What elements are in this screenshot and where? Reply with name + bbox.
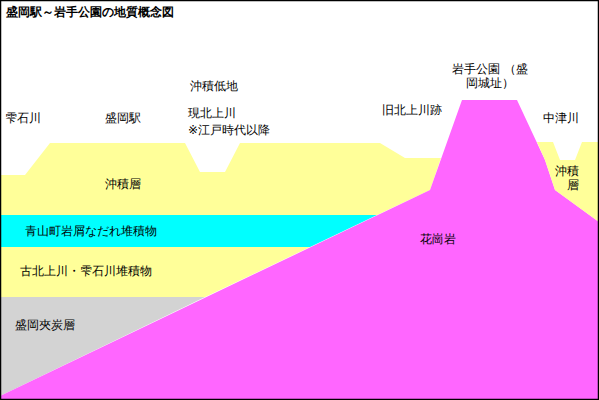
stratum-name: 古北上川・雫石川堆積物 bbox=[20, 264, 152, 278]
place-label: 旧北上川跡 bbox=[382, 103, 442, 117]
stratum-name: 沖積層 bbox=[105, 177, 141, 191]
stratum-fill bbox=[537, 142, 599, 222]
stratum-name: 盛岡夾炭層 bbox=[15, 318, 75, 332]
stratum-name: 花崗岩 bbox=[420, 232, 456, 246]
place-label: 盛岡駅 bbox=[105, 111, 141, 125]
stratum-fill bbox=[0, 297, 205, 396]
stratum-name: 青山町岩屑なだれ堆積物 bbox=[25, 224, 157, 238]
place-label: 岩手公園 （盛岡城址） bbox=[452, 62, 528, 91]
diagram-title: 盛岡駅～岩手公園の地質概念図 bbox=[6, 5, 174, 19]
stratum-name: 沖積層 bbox=[555, 164, 579, 193]
place-label: 沖積低地 bbox=[190, 79, 238, 93]
place-label: 雫石川 bbox=[5, 111, 41, 125]
stratum-fill bbox=[0, 143, 441, 215]
stratum-fill bbox=[0, 247, 310, 297]
stratum-fill bbox=[0, 100, 599, 400]
stratum-fill bbox=[0, 215, 377, 247]
place-label: ※江戸時代以降 bbox=[188, 123, 270, 137]
place-label: 中津川 bbox=[543, 111, 579, 125]
place-label: 現北上川 bbox=[188, 106, 236, 120]
